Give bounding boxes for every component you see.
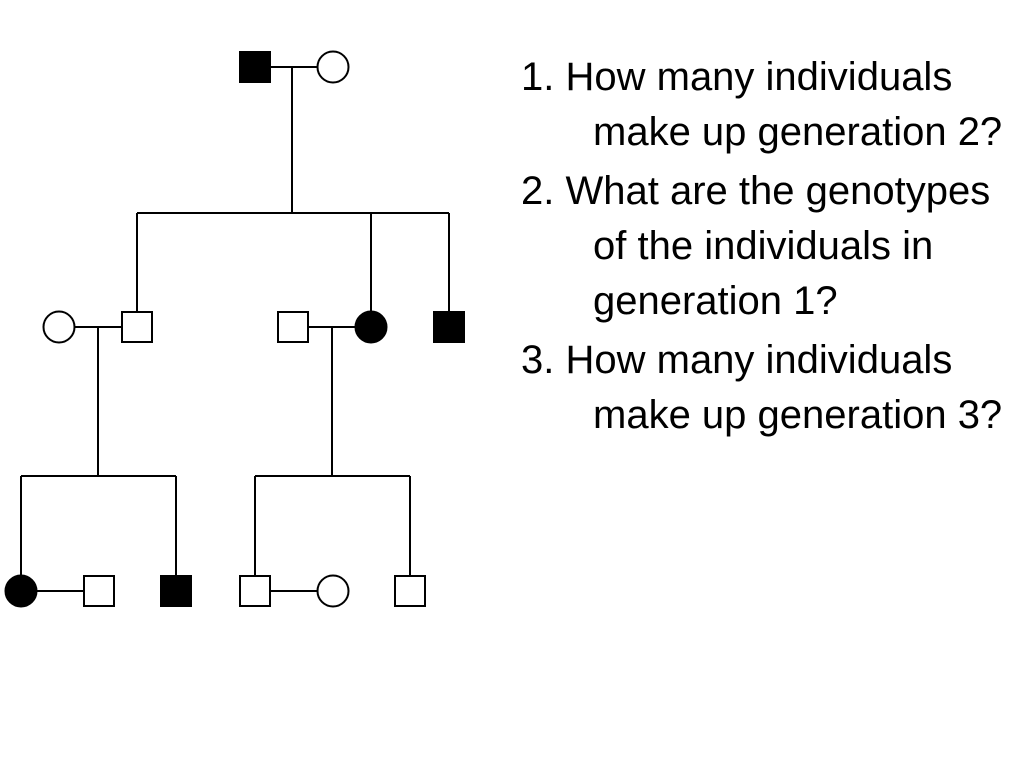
question-3-text: How many individuals make up generation … <box>565 338 1003 437</box>
question-1-text: How many individuals make up generation … <box>565 55 1003 154</box>
question-1: 1. How many individuals make up generati… <box>521 50 1021 160</box>
question-2-number: 2. <box>521 169 555 213</box>
g2-son-1-square <box>121 311 153 343</box>
question-1-number: 1. <box>521 55 555 99</box>
question-2-text: What are the genotypes of the individual… <box>565 169 991 323</box>
question-2: 2. What are the genotypes of the individ… <box>521 164 1021 329</box>
g3-son-2-square <box>239 575 271 607</box>
question-3-number: 3. <box>521 338 555 382</box>
question-list: 1. How many individuals make up generati… <box>521 50 1021 447</box>
question-3: 3. How many individuals make up generati… <box>521 333 1021 443</box>
g3-son-1-square <box>160 575 192 607</box>
pedigree-lines <box>20 66 450 592</box>
g2-son-2-square <box>433 311 465 343</box>
pedigree-symbols <box>4 50 465 608</box>
g3-spouse-male-square <box>83 575 115 607</box>
g3-spouse-female-circle <box>316 574 350 608</box>
g3-daughter-circle <box>4 574 38 608</box>
g3-son-3-square <box>394 575 426 607</box>
g2-daughter-circle <box>354 310 388 344</box>
g1-father-square <box>239 51 271 83</box>
g2-spouse-female-circle <box>42 310 76 344</box>
pedigree-chart <box>4 50 465 608</box>
g1-mother-circle <box>316 50 350 84</box>
g2-spouse-male-square <box>277 311 309 343</box>
